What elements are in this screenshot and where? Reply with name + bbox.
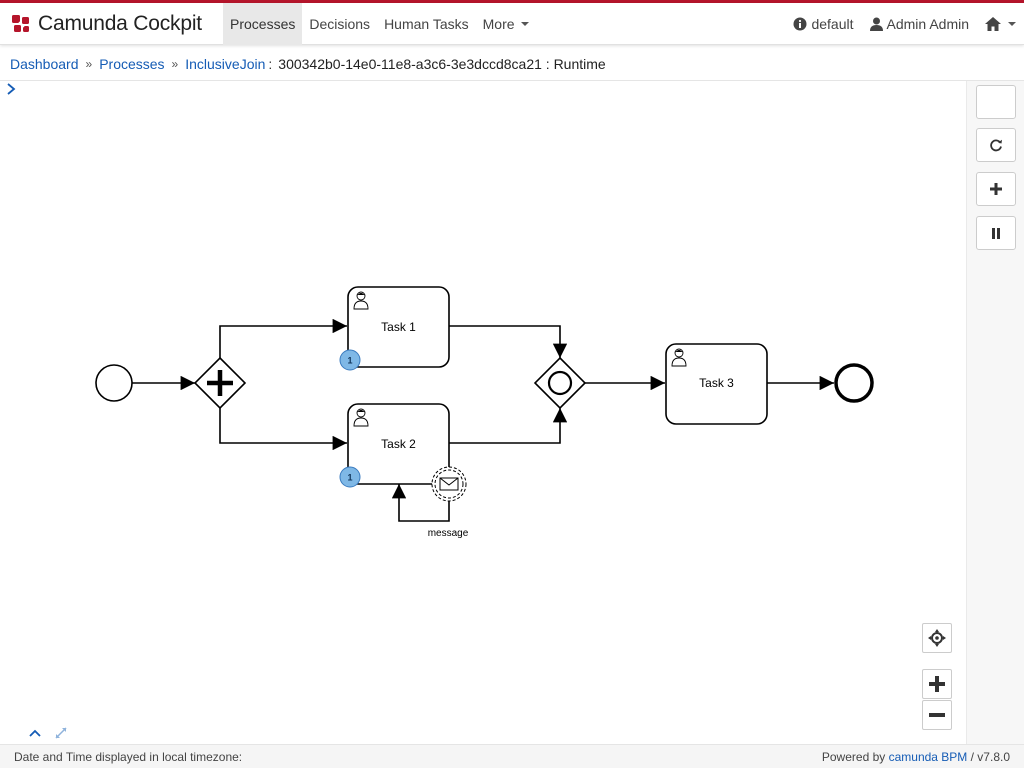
top-accent-line [0, 0, 1024, 3]
add-button[interactable] [976, 172, 1016, 206]
task-3-label: Task 3 [699, 376, 734, 390]
nav-more-dropdown[interactable]: More [476, 3, 536, 45]
camunda-logo-icon [12, 15, 29, 32]
empty-action-button[interactable] [976, 85, 1016, 119]
crosshair-icon [928, 629, 946, 647]
start-event[interactable] [95, 364, 133, 402]
resize-icon [55, 727, 67, 739]
header-divider [0, 80, 1024, 81]
user-icon [869, 17, 883, 31]
task-1-label: Task 1 [381, 320, 416, 334]
collapse-up-button[interactable] [26, 724, 44, 742]
breadcrumb-separator: » [171, 57, 179, 71]
user-task-icon [671, 348, 687, 367]
task-1-instance-badge[interactable]: 1 [339, 349, 361, 371]
task-2[interactable]: Task 2 [347, 403, 450, 485]
suspend-button[interactable] [976, 216, 1016, 250]
user-task-icon [353, 408, 369, 427]
parallel-gateway-split[interactable] [193, 356, 247, 410]
flow-split-to-task1[interactable] [219, 318, 347, 358]
breadcrumb-processes[interactable]: Processes [99, 56, 165, 72]
home-icon [985, 17, 1001, 31]
reset-zoom-button[interactable] [922, 623, 952, 653]
flow-task2-to-join[interactable] [449, 408, 568, 444]
breadcrumb-separator: » [85, 57, 93, 71]
nav-human-tasks[interactable]: Human Tasks [377, 3, 476, 45]
breadcrumb-colon: : [268, 56, 273, 72]
home-dropdown[interactable] [985, 17, 1016, 31]
breadcrumb-dashboard[interactable]: Dashboard [10, 56, 79, 72]
timezone-note: Date and Time displayed in local timezon… [14, 750, 243, 764]
chevron-right-icon[interactable] [4, 82, 18, 96]
breadcrumb: Dashboard » Processes » InclusiveJoin : … [10, 55, 606, 73]
flow-task1-to-join[interactable] [449, 325, 568, 358]
main-nav: Processes Decisions Human Tasks More [223, 3, 536, 45]
user-task-icon [353, 291, 369, 310]
breadcrumb-instance: 300342b0-14e0-11e8-a3c6-3e3dccd8ca21 : R… [278, 56, 606, 72]
fullscreen-button[interactable] [52, 724, 70, 742]
task-2-instance-badge[interactable]: 1 [339, 466, 361, 488]
footer: Date and Time displayed in local timezon… [0, 744, 1024, 768]
actions-panel [966, 81, 1024, 744]
plus-icon [990, 183, 1002, 195]
plus-icon [929, 676, 945, 692]
flow-message-loop[interactable] [391, 484, 450, 522]
task-1[interactable]: Task 1 [347, 286, 450, 368]
diagram-canvas[interactable]: Task 1 1 Task 2 1 [0, 81, 966, 744]
version-label: / v7.8.0 [970, 750, 1010, 764]
inclusive-gateway-join[interactable] [533, 356, 587, 410]
breadcrumb-definition[interactable]: InclusiveJoin [185, 56, 266, 72]
chevron-up-icon [29, 729, 41, 737]
flow-split-to-task2[interactable] [219, 408, 347, 451]
engine-selector[interactable]: default [793, 16, 854, 32]
envelope-icon [439, 477, 459, 491]
zoom-out-button[interactable] [922, 700, 952, 730]
engine-name: default [811, 16, 854, 32]
caret-down-icon [520, 22, 529, 26]
bpmn-diagram: Task 1 1 Task 2 1 [95, 286, 874, 539]
nav-processes-label: Processes [230, 16, 296, 32]
zoom-in-button[interactable] [922, 669, 952, 699]
navbar: Camunda Cockpit Processes Decisions Huma… [0, 3, 1024, 45]
nav-processes[interactable]: Processes [223, 3, 303, 45]
brand-link[interactable]: Camunda Cockpit [10, 3, 202, 45]
pause-icon [992, 227, 1000, 239]
nav-more-label: More [482, 16, 515, 32]
user-name: Admin Admin [886, 16, 969, 32]
nav-human-tasks-label: Human Tasks [384, 16, 469, 32]
powered-by: Powered by camunda BPM / v7.8.0 [822, 750, 1010, 764]
brand-title: Camunda Cockpit [38, 12, 202, 35]
powered-by-label: Powered by [821, 750, 886, 764]
bottom-controls [26, 724, 78, 742]
caret-down-icon [1008, 22, 1016, 26]
task-3[interactable]: Task 3 [665, 343, 768, 425]
nav-right: default Admin Admin [777, 3, 1016, 45]
end-event[interactable] [834, 363, 874, 403]
refresh-button[interactable] [976, 128, 1016, 162]
nav-decisions[interactable]: Decisions [302, 3, 377, 45]
message-label: message [428, 528, 469, 539]
minus-icon [929, 713, 945, 717]
task-1-badge-count: 1 [347, 356, 352, 366]
nav-decisions-label: Decisions [309, 16, 371, 32]
task-2-badge-count: 1 [347, 473, 352, 483]
user-menu[interactable]: Admin Admin [869, 16, 969, 32]
task-2-label: Task 2 [381, 437, 416, 451]
boundary-message-event[interactable] [431, 466, 467, 502]
refresh-icon [990, 139, 1002, 152]
info-icon [793, 17, 807, 31]
camunda-link[interactable]: camunda BPM [888, 750, 968, 764]
